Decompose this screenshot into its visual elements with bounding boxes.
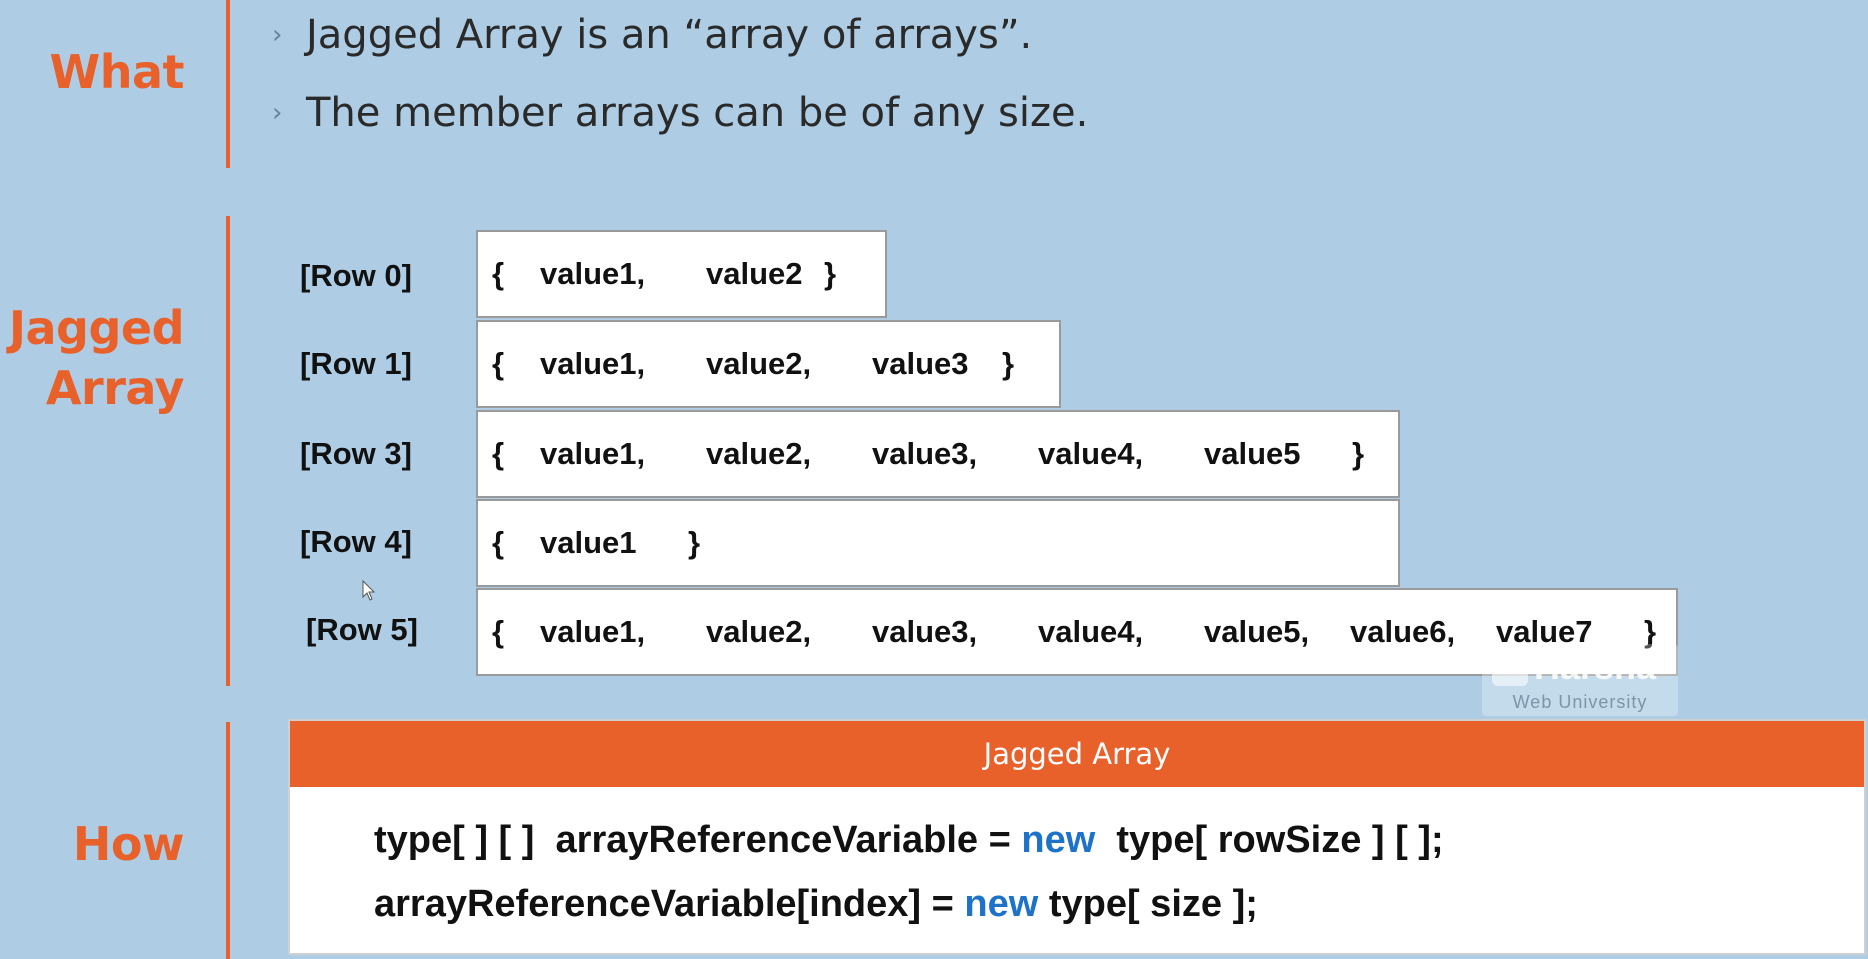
close-brace: } — [824, 256, 837, 291]
what-divider — [226, 0, 230, 168]
code-text: arrayReferenceVariable[index] = — [374, 883, 965, 925]
row-value: value1, — [540, 614, 646, 649]
syntax-line-2: arrayReferenceVariable[index] = new type… — [374, 883, 1258, 926]
chevron-right-icon: › — [272, 20, 283, 50]
row-value: value1, — [540, 436, 646, 471]
row-label: [Row 4] — [300, 524, 412, 559]
code-text: type[ rowSize ] [ ]; — [1095, 819, 1444, 861]
open-brace: { — [492, 614, 505, 649]
row-box-4: { value1 } — [476, 499, 1400, 587]
row-value: value5, — [1204, 614, 1310, 649]
row-value: value5 — [1204, 436, 1301, 471]
row-box-3: { value1, value2, value3, value4, value5… — [476, 410, 1400, 498]
bullet-text: Jagged Array is an “array of arrays”. — [306, 12, 1033, 58]
jagged-label: Jagged Array — [8, 298, 185, 418]
close-brace: } — [1644, 614, 1657, 649]
what-label: What — [49, 45, 184, 99]
close-brace: } — [688, 525, 701, 560]
row-value: value7 — [1496, 614, 1593, 649]
code-keyword: new — [1021, 819, 1096, 861]
syntax-panel-header: Jagged Array — [290, 721, 1864, 787]
row-label: [Row 0] — [300, 258, 412, 293]
jagged-label-line2: Array — [45, 361, 185, 415]
row-value: value1, — [540, 256, 646, 291]
row-label: [Row 3] — [300, 436, 412, 471]
chevron-right-icon: › — [272, 98, 283, 128]
what-bullet-2: › The member arrays can be of any size. — [272, 90, 1088, 136]
watermark-logo: Harsha Web University — [1482, 644, 1678, 716]
logo-icon — [1492, 650, 1528, 686]
close-brace: } — [1352, 436, 1365, 471]
row-value: value1 — [540, 525, 637, 560]
watermark-sub: Web University — [1512, 692, 1648, 712]
row-value: value2, — [706, 614, 812, 649]
row-value: value4, — [1038, 436, 1144, 471]
mouse-cursor-icon — [362, 580, 376, 601]
row-value: value2, — [706, 346, 812, 381]
open-brace: { — [492, 525, 505, 560]
row-value: value1, — [540, 346, 646, 381]
code-keyword: new — [964, 883, 1039, 925]
how-label: How — [72, 817, 185, 871]
row-label: [Row 1] — [300, 346, 412, 381]
row-box-0: { value1, value2 } — [476, 230, 887, 318]
row-box-5: { value1, value2, value3, value4, value5… — [476, 588, 1678, 676]
watermark-name: Harsha — [1534, 646, 1657, 687]
code-text: type[ size ]; — [1038, 883, 1258, 925]
row-value: value6, — [1350, 614, 1456, 649]
open-brace: { — [492, 436, 505, 471]
open-brace: { — [492, 256, 505, 291]
close-brace: } — [1002, 346, 1015, 381]
what-bullet-1: › Jagged Array is an “array of arrays”. — [272, 12, 1032, 58]
row-value: value4, — [1038, 614, 1144, 649]
syntax-line-1: type[ ] [ ] arrayReferenceVariable = new… — [374, 819, 1444, 862]
row-value: value2 — [706, 256, 803, 291]
row-value: value3, — [872, 614, 978, 649]
jagged-divider — [226, 216, 230, 686]
row-box-1: { value1, value2, value3 } — [476, 320, 1061, 408]
row-value: value2, — [706, 436, 812, 471]
how-divider — [226, 722, 230, 959]
bullet-text: The member arrays can be of any size. — [306, 90, 1089, 136]
row-label: [Row 5] — [306, 612, 418, 647]
row-value: value3 — [872, 346, 969, 381]
row-value: value3, — [872, 436, 978, 471]
code-text: type[ ] [ ] arrayReferenceVariable = — [374, 819, 1022, 861]
syntax-panel: Jagged Array type[ ] [ ] arrayReferenceV… — [288, 719, 1866, 955]
jagged-label-line1: Jagged — [8, 301, 185, 355]
open-brace: { — [492, 346, 505, 381]
